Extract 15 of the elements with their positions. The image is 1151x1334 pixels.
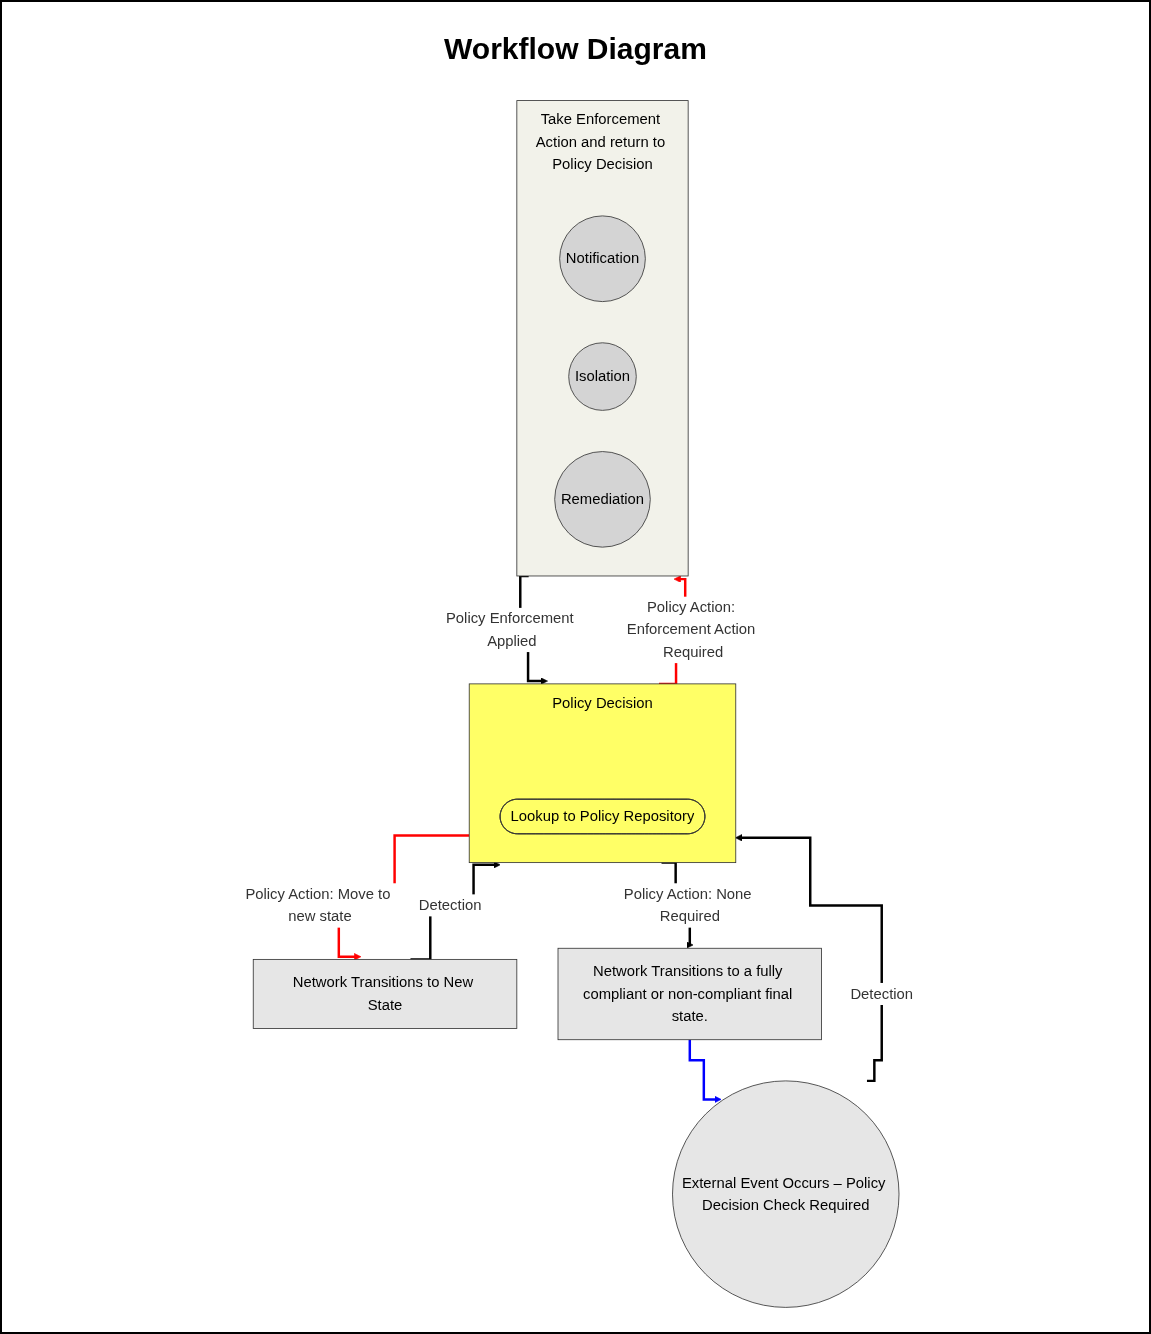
arrow [688,1038,722,1104]
edge-label: Policy Action: Move to new state [245,885,391,925]
edge-label: Policy Enforcement Applied [446,610,574,649]
node-box: Network Transitions to a fully compliant or non-compliant final state. [557,947,823,1041]
node-circle: Notification [559,215,646,302]
node-circle: Remediation [554,451,651,548]
node-circle: Isolation [568,342,637,411]
node-circle: External Event Occurs – Policy Decision Check Required [672,1080,900,1308]
edge-label: Detection [850,985,914,1002]
arrow [735,834,884,1083]
edge-label: Policy Action: Enforcement Action Required [626,599,756,660]
edge-label: Policy Action: None Required [624,885,752,925]
edge-label: Detection [418,896,482,914]
diagram-title: Workflow Diagram [444,32,707,66]
node-box: Network Transitions to New State [253,959,518,1029]
